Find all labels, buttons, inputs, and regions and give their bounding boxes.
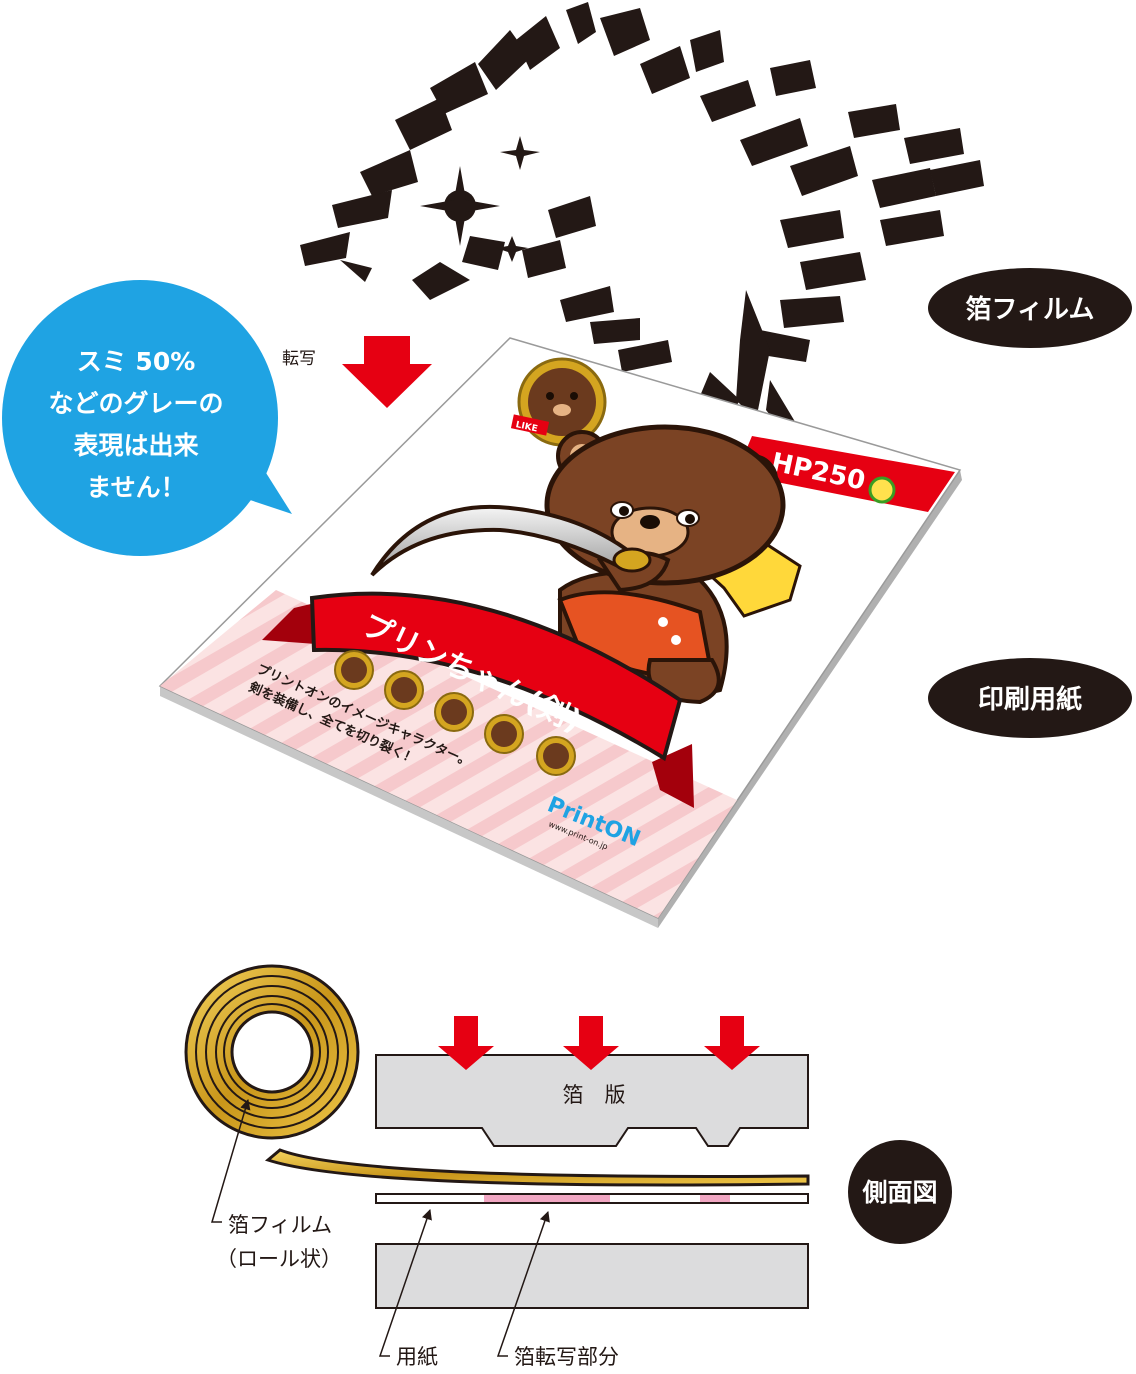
foil-roll — [184, 964, 810, 1187]
paper-layer — [375, 1193, 809, 1204]
transfer-indicator: 転写 — [282, 336, 432, 408]
press-arrow-icon — [563, 1016, 619, 1070]
press-arrow-icon — [438, 1016, 494, 1070]
transfer-part-label: 箔転写部分 — [514, 1345, 619, 1369]
paper-leader — [378, 1209, 432, 1357]
bubble-line: スミ 50% — [77, 347, 196, 376]
side-view: 箔 版 箔フィルム （ロール状） 用紙 箔転写部分 — [184, 964, 810, 1369]
press-arrow-icon — [704, 1016, 760, 1070]
transfer-label: 転写 — [282, 349, 316, 369]
bubble-line: などのグレーの — [48, 389, 223, 418]
sword — [370, 504, 652, 577]
hp-star-icon — [868, 476, 896, 504]
printing-paper-label: 印刷用紙 — [928, 658, 1132, 738]
transfer-arrow-icon — [342, 336, 432, 408]
foil-burst-left — [300, 2, 672, 372]
side-view-label-text: 側面図 — [861, 1178, 937, 1207]
bubble-line: ません！ — [86, 473, 185, 502]
roll-leader — [210, 1098, 251, 1223]
plate-label: 箔 版 — [563, 1083, 626, 1107]
paper-label: 用紙 — [396, 1345, 438, 1369]
roll-core — [230, 1010, 314, 1094]
foil-plate: 箔 版 — [375, 1054, 809, 1147]
badge-text: LIKE — [515, 420, 539, 434]
press-bed — [375, 1243, 809, 1309]
printing-paper-label-text: 印刷用紙 — [978, 684, 1082, 715]
bubble-line: 表現は出来 — [73, 431, 199, 460]
printed-paper: HP250 LIKE — [158, 337, 962, 928]
foil-burst-right — [600, 8, 984, 440]
transfer-area — [484, 1195, 610, 1202]
roll-label-sub: （ロール状） — [216, 1247, 342, 1271]
transfer-leader — [496, 1211, 550, 1357]
coin-badge: LIKE — [510, 357, 607, 447]
side-view-label: 側面図 — [848, 1140, 952, 1244]
foil-sparkles — [420, 136, 540, 262]
foil-film-label-text: 箔フィルム — [966, 294, 1095, 325]
foil-film-pattern — [300, 2, 984, 440]
transfer-area — [700, 1195, 730, 1202]
grey-warning-bubble: スミ 50% などのグレーの 表現は出来 ません！ — [2, 280, 292, 556]
coin-row — [334, 650, 576, 776]
foil-strip — [264, 1148, 810, 1187]
roll-label: 箔フィルム — [228, 1213, 332, 1237]
hp-banner: HP250 — [736, 436, 955, 512]
pink-background — [160, 590, 737, 918]
foil-film-label: 箔フィルム — [928, 268, 1132, 348]
